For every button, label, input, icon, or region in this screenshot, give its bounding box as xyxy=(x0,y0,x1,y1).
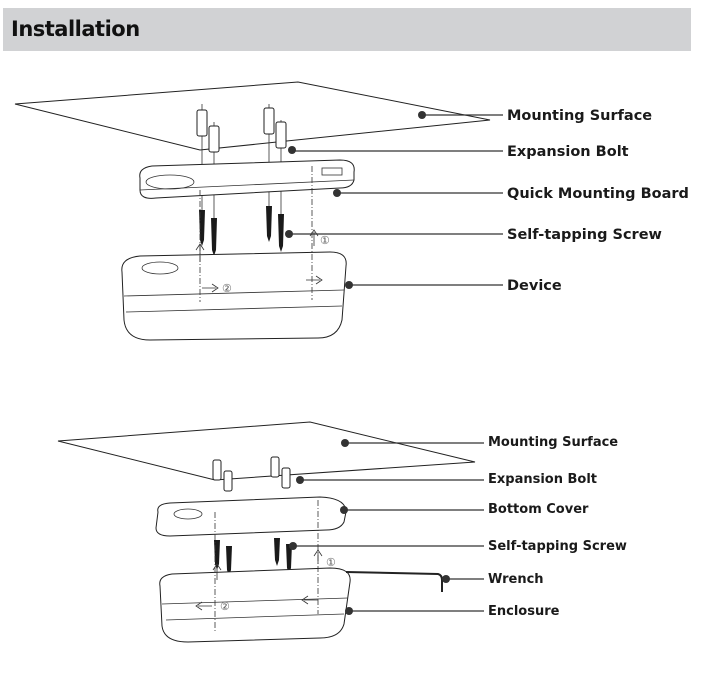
self-tapping-screws xyxy=(214,538,292,576)
step-marker-2: ② xyxy=(220,600,230,613)
arrow-up-icon xyxy=(313,549,323,564)
arrow-up-icon xyxy=(195,243,205,262)
step-marker-1: ① xyxy=(320,234,330,247)
section-title: Installation xyxy=(11,17,140,41)
self-tapping-screws xyxy=(199,206,284,256)
callout-mounting-surface: Mounting Surface xyxy=(507,108,653,124)
callout-enclosure: Enclosure xyxy=(488,604,560,619)
step-marker-1: ① xyxy=(326,556,336,569)
callout-self-tapping-screw: Self-tapping Screw xyxy=(488,539,627,554)
enclosure xyxy=(159,567,351,643)
quick-mounting-board xyxy=(139,159,355,199)
step-marker-2: ② xyxy=(222,282,232,295)
diagram-top-artwork: ① ② xyxy=(14,81,503,341)
bottom-cover xyxy=(155,496,347,537)
callout-leaders xyxy=(289,439,484,615)
callout-leaders xyxy=(285,111,503,289)
mounting-surface-plane xyxy=(57,421,476,481)
diagram-bottom-artwork: ① ② xyxy=(57,421,484,643)
callout-quick-mounting-board: Quick Mounting Board xyxy=(507,186,689,202)
callout-device: Device xyxy=(507,278,562,294)
arrow-up-icon xyxy=(309,229,319,246)
expansion-bolts xyxy=(212,456,291,492)
section-header: Installation xyxy=(3,8,691,51)
arrow-right-icon xyxy=(306,275,323,285)
callout-bottom-cover: Bottom Cover xyxy=(488,502,589,517)
arrow-right-icon xyxy=(202,283,219,293)
wrench xyxy=(345,571,443,592)
mounting-surface-plane xyxy=(14,81,491,151)
expansion-bolts xyxy=(196,104,287,255)
callout-mounting-surface: Mounting Surface xyxy=(488,435,619,450)
arrow-left-icon xyxy=(195,601,212,611)
arrow-up-icon xyxy=(212,563,222,580)
arrow-left-icon xyxy=(301,595,318,605)
callout-self-tapping-screw: Self-tapping Screw xyxy=(507,227,662,243)
callout-expansion-bolt: Expansion Bolt xyxy=(507,144,629,160)
callout-wrench: Wrench xyxy=(488,572,544,587)
device-body xyxy=(121,251,347,341)
callout-expansion-bolt: Expansion Bolt xyxy=(488,472,598,487)
